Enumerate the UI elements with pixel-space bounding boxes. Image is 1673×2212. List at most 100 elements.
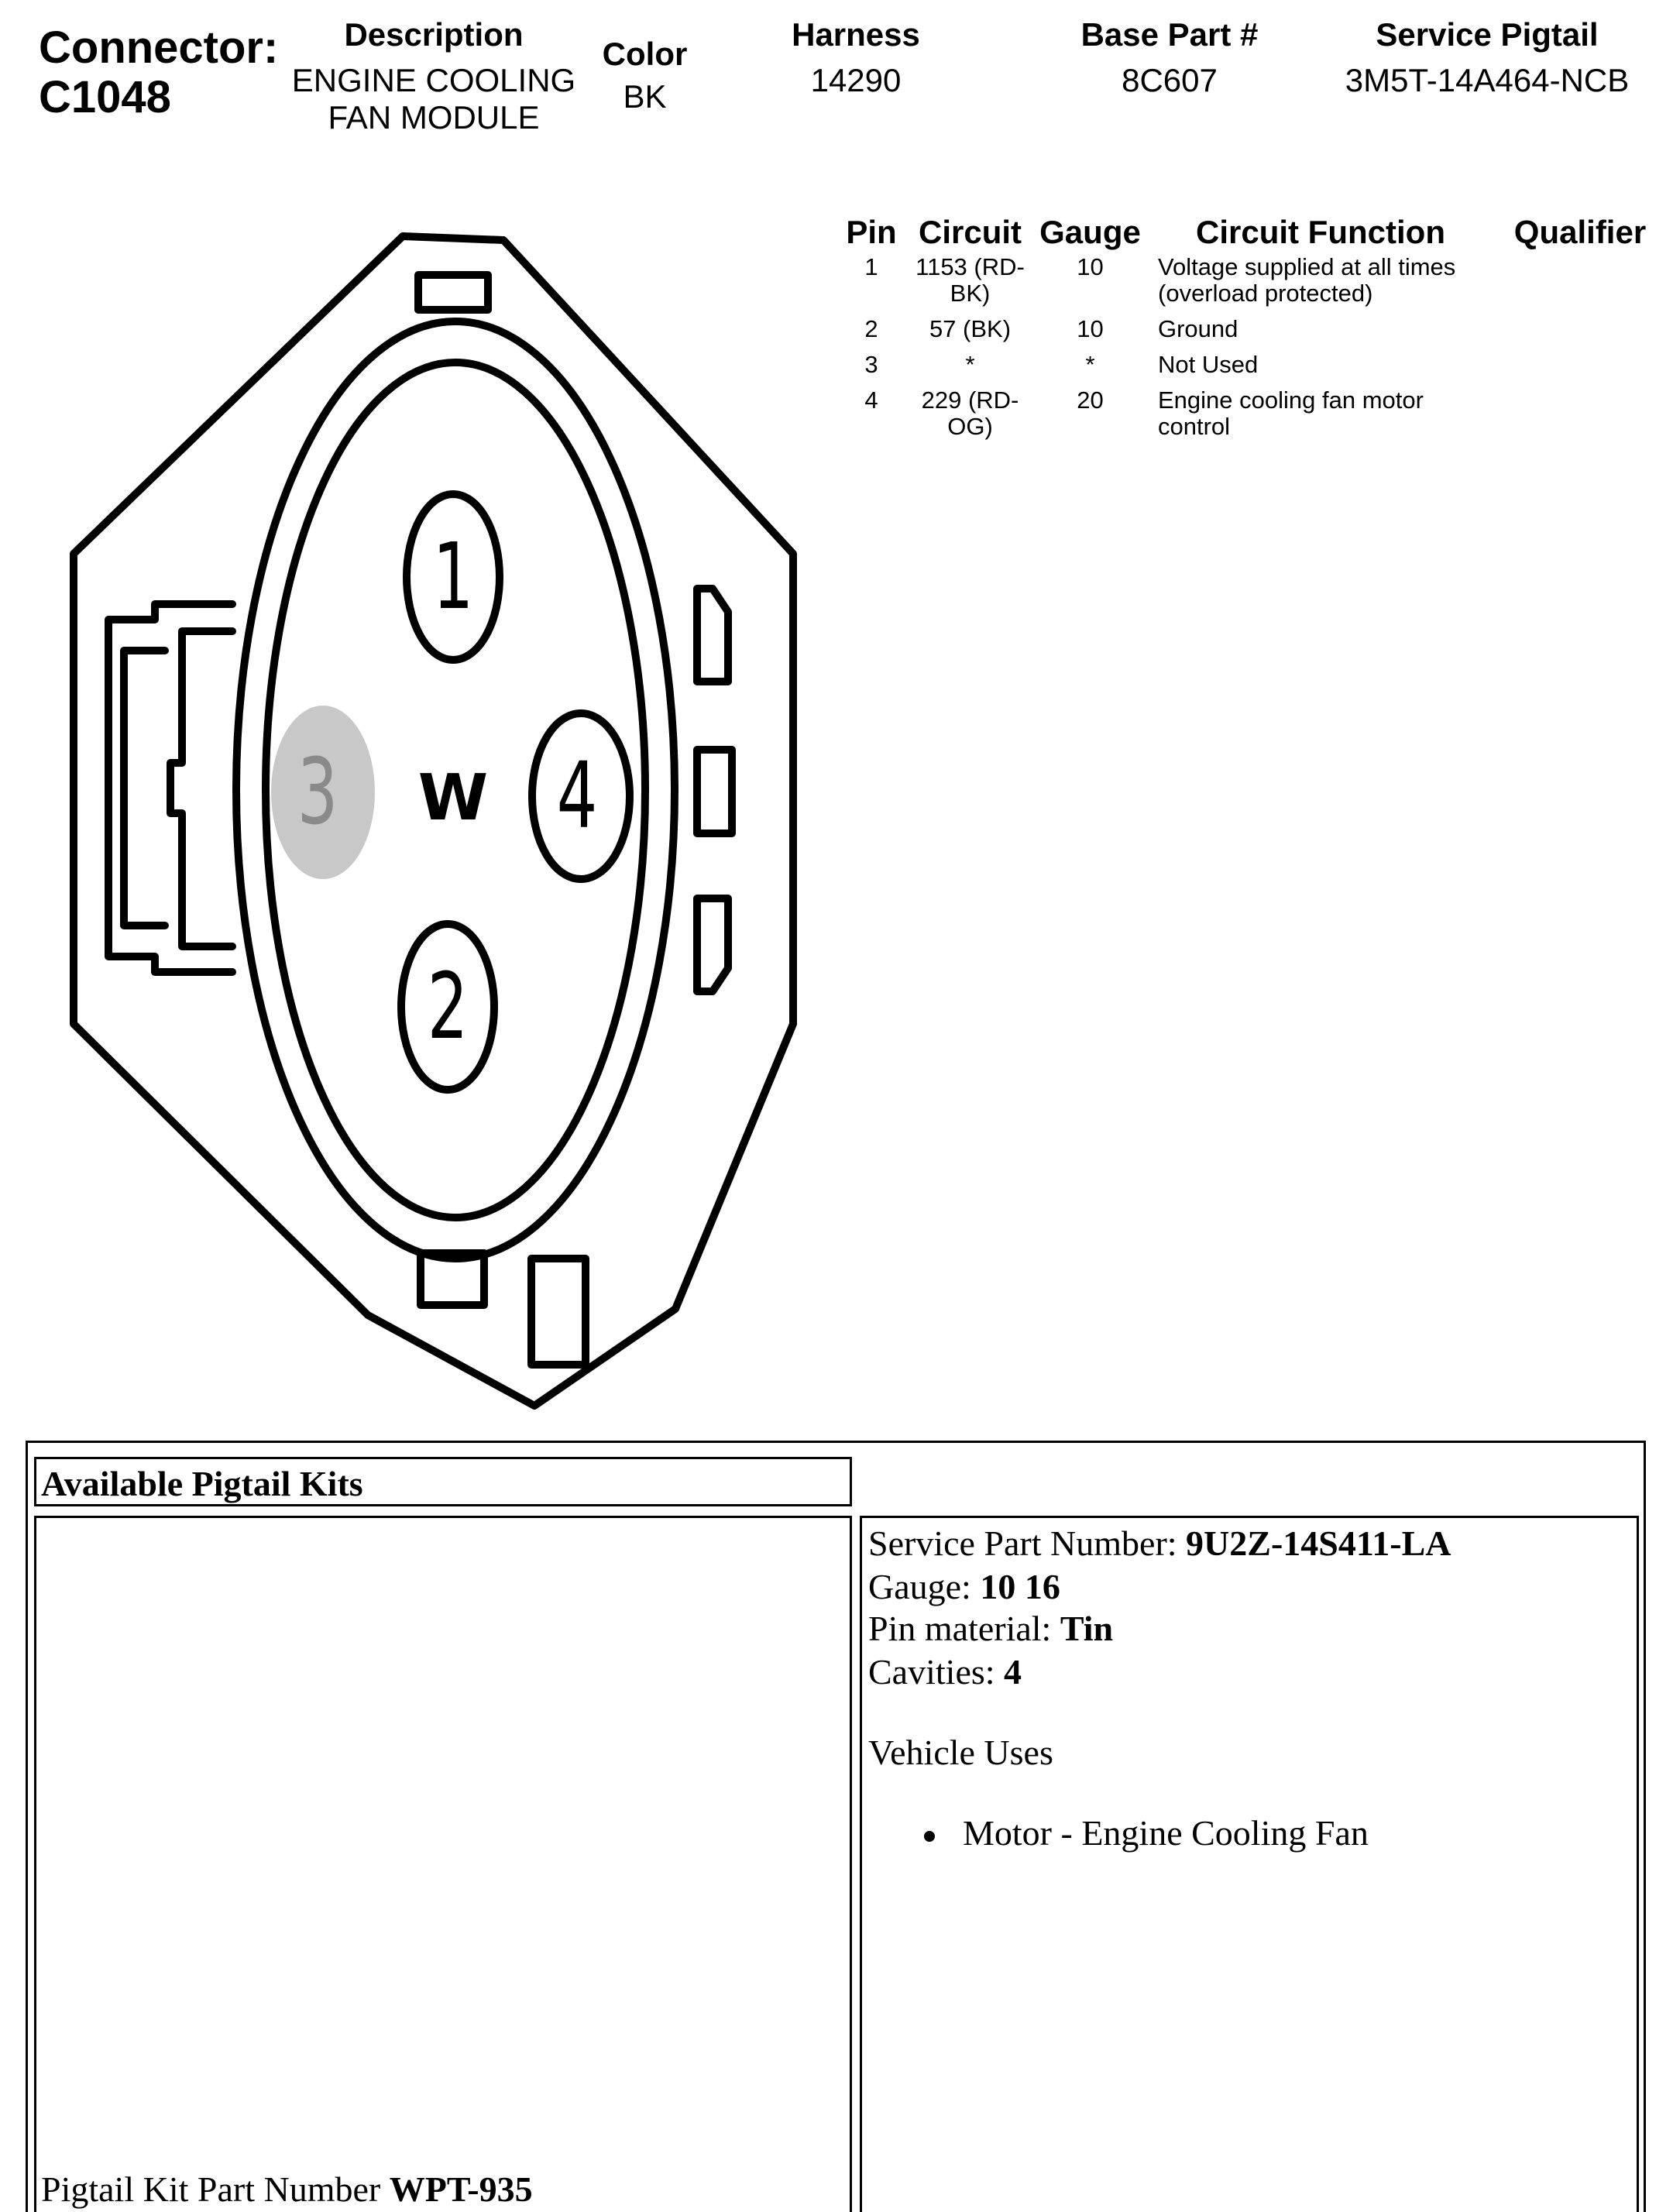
pin-label-2: 2 <box>428 953 469 1060</box>
harness-value: 14290 <box>810 62 902 98</box>
circuit-line: 57 (BK) <box>929 315 1012 342</box>
qualifier-cell <box>1499 352 1661 387</box>
service-part-number: Service Part Number: 9U2Z-14S411-LA <box>868 1523 1451 1565</box>
connector-shroud-outer <box>232 318 678 1262</box>
right-rib-middle <box>693 746 736 837</box>
gauge-cell: * <box>1085 351 1095 378</box>
pigtail-kit-box: Available Pigtail Kits Pigtail Kit Part … <box>26 1441 1646 2212</box>
table-row: 1 1153 (RD-BK) 10 Voltage supplied at al… <box>840 254 1661 316</box>
pin-table-header-row: Pin Circuit Gauge Circuit Function Quali… <box>840 211 1661 254</box>
pin-column-header: Pin <box>846 214 897 250</box>
description-label: Description <box>344 16 524 53</box>
qualifier-cell <box>1499 254 1661 316</box>
side-latch-outer <box>105 600 236 976</box>
side-latch-inner <box>167 627 236 950</box>
connector-shroud-inner <box>262 359 649 1221</box>
top-latch-tab <box>414 271 492 314</box>
kits-header-cell: Available Pigtail Kits <box>34 1457 852 1506</box>
right-rib-bottom <box>693 895 732 995</box>
connector-label: Connector: <box>39 22 279 73</box>
function-cell: Not Used <box>1142 352 1499 387</box>
bottom-lock-arm <box>527 1255 589 1369</box>
circuit-cell: 229 (RD-OG) <box>902 387 1038 449</box>
circuit-line: 1153 (RD- <box>916 253 1025 280</box>
circuit-line: OG) <box>947 413 993 440</box>
kits-title: Available Pigtail Kits <box>41 1464 363 1503</box>
qualifier-column-header: Qualifier <box>1513 214 1647 250</box>
kit-part-value: WPT-935 <box>389 2169 533 2209</box>
description-line-1: ENGINE COOLING <box>291 62 576 98</box>
side-latch-core <box>120 647 169 929</box>
pin-cavity-3-unused: 3 <box>271 706 375 879</box>
service-pigtail-label: Service Pigtail <box>1376 16 1599 53</box>
gauge-column-header: Gauge <box>1039 214 1141 250</box>
circuit-cell: 57 (BK) <box>902 316 1038 352</box>
harness-label: Harness <box>792 16 920 53</box>
gauge-cell: 20 <box>1077 386 1104 414</box>
circuit-cell: * <box>902 352 1038 387</box>
kit-gauge-label: Gauge: <box>868 1567 971 1606</box>
connector-id: C1048 <box>39 72 171 122</box>
circuit-cell: 1153 (RD-BK) <box>902 254 1038 316</box>
function-cell: Voltage supplied at all times(overload p… <box>1142 254 1499 316</box>
connector-heading: Connector: C1048 <box>39 23 278 122</box>
function-line: Not Used <box>1158 351 1259 378</box>
pin-label-1: 1 <box>433 524 474 630</box>
function-line: (overload protected) <box>1158 280 1373 307</box>
kit-specs-cell: Service Part Number: 9U2Z-14S411-LA Gaug… <box>860 1516 1639 2212</box>
function-line: Engine cooling fan motor <box>1158 386 1424 414</box>
circuit-line: * <box>965 351 975 378</box>
pin-number: 1 <box>864 253 878 280</box>
connector-housing-outline <box>70 232 797 1410</box>
gauge-cell: 10 <box>1077 315 1104 342</box>
color-label: Color <box>602 36 688 72</box>
description-line-2: FAN MODULE <box>328 99 540 136</box>
right-rib-top <box>693 585 732 685</box>
pin-cavity-4: 4 <box>528 709 634 883</box>
pin-number: 4 <box>864 386 878 414</box>
key-mark: W <box>418 761 488 835</box>
base-part-label: Base Part # <box>1080 16 1259 53</box>
service-part-label: Service Part Number: <box>868 1523 1177 1563</box>
cavities-label: Cavities: <box>868 1652 995 1692</box>
qualifier-cell <box>1499 316 1661 352</box>
base-part-column: Base Part # 8C607 <box>1038 15 1301 99</box>
qualifier-cell <box>1499 387 1661 449</box>
pin-material-value: Tin <box>1060 1609 1114 1648</box>
pin-label-4: 4 <box>557 743 598 850</box>
pin-number: 2 <box>864 315 878 342</box>
circuit-column-header: Circuit <box>918 214 1022 250</box>
circuit-line: BK) <box>950 280 991 307</box>
base-part-value: 8C607 <box>1122 62 1218 98</box>
pin-number: 3 <box>864 351 878 378</box>
cavities-value: 4 <box>1004 1652 1022 1692</box>
list-item: Motor - Engine Cooling Fan <box>924 1812 1369 1854</box>
pin-label-3: 3 <box>297 739 338 846</box>
color-value: BK <box>623 78 667 115</box>
description-column: Description ENGINE COOLING FAN MODULE <box>287 15 581 136</box>
table-row: 3 * * Not Used <box>840 352 1661 387</box>
harness-column: Harness 14290 <box>744 15 968 99</box>
bullet-icon <box>924 1831 935 1843</box>
service-part-value: 9U2Z-14S411-LA <box>1186 1523 1451 1563</box>
function-cell: Ground <box>1142 316 1499 352</box>
pin-cavity-2: 2 <box>397 920 498 1094</box>
connector-face-diagram: 1 2 3 4 W <box>70 232 797 1410</box>
pin-material: Pin material: Tin <box>868 1608 1113 1650</box>
kit-gauge: Gauge: 10 16 <box>868 1566 1060 1608</box>
pin-cavity-1: 1 <box>403 490 503 664</box>
table-row: 4 229 (RD-OG) 20 Engine cooling fan moto… <box>840 387 1661 449</box>
kit-image-cell: Pigtail Kit Part Number WPT-935 <box>34 1516 852 2212</box>
pin-material-label: Pin material: <box>868 1609 1052 1648</box>
gauge-cell: 10 <box>1077 253 1104 280</box>
vehicle-uses-label: Vehicle Uses <box>868 1733 1053 1772</box>
service-pigtail-value: 3M5T-14A464-NCB <box>1345 62 1630 98</box>
pin-table: Pin Circuit Gauge Circuit Function Quali… <box>840 211 1661 449</box>
cavities: Cavities: 4 <box>868 1651 1022 1693</box>
table-row: 2 57 (BK) 10 Ground <box>840 316 1661 352</box>
kit-part-number: Pigtail Kit Part Number WPT-935 <box>41 2169 533 2210</box>
vehicle-use-text: Motor - Engine Cooling Fan <box>963 1813 1369 1853</box>
circuit-line: 229 (RD- <box>921 386 1019 414</box>
function-line: Ground <box>1158 315 1238 342</box>
